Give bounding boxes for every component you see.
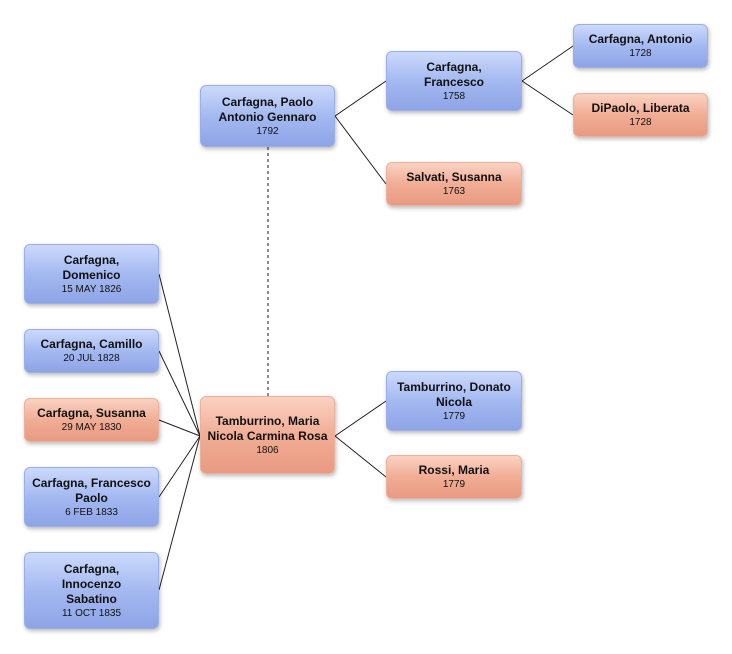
person-date: 1758	[442, 90, 466, 102]
connector-susanna-c	[158, 419, 201, 437]
connector-domenico	[158, 273, 201, 437]
person-date: 1779	[442, 479, 466, 490]
person-card-tamburrino-maria[interactable]: Tamburrino, Maria Nicola Carmina Rosa 18…	[200, 396, 335, 474]
person-name: Carfagna, Camillo	[40, 337, 143, 351]
person-name: Carfagna, Antonio	[588, 32, 693, 46]
person-card-salvati-susanna[interactable]: Salvati, Susanna 1763	[386, 162, 522, 206]
person-date: 15 MAY 1826	[61, 283, 122, 295]
person-card-antonio[interactable]: Carfagna, Antonio 1728	[573, 24, 708, 68]
person-card-carfagna-susanna[interactable]: Carfagna, Susanna 29 MAY 1830	[24, 398, 159, 442]
person-name: Carfagna, Domenico	[62, 252, 121, 282]
person-name: Carfagna, Paolo Antonio Gennaro	[218, 94, 317, 124]
person-card-dipaolo-liberata[interactable]: DiPaolo, Liberata 1728	[573, 93, 708, 137]
person-name: Carfagna, Francesco	[423, 59, 485, 89]
connector-innocenzo	[158, 435, 201, 591]
person-card-paolo[interactable]: Carfagna, Paolo Antonio Gennaro 1792	[200, 85, 335, 147]
person-date: 6 FEB 1833	[65, 506, 118, 518]
connector-paolo-francesco	[334, 80, 387, 117]
person-date: 20 JUL 1828	[63, 353, 120, 364]
person-card-camillo[interactable]: Carfagna, Camillo 20 JUL 1828	[24, 329, 159, 373]
connector-maria-rossi	[334, 435, 387, 478]
person-name: Carfagna, Susanna	[37, 406, 146, 420]
person-date: 1792	[256, 125, 279, 137]
person-date: 1728	[629, 117, 652, 128]
person-card-rossi-maria[interactable]: Rossi, Maria 1779	[386, 455, 522, 499]
connector-maria-donato	[334, 400, 387, 437]
person-name: Carfagna, Innocenzo Sabatino	[61, 561, 122, 606]
person-name: Tamburrino, Donato Nicola	[397, 379, 511, 409]
person-date: 1763	[442, 186, 466, 197]
person-card-francesco[interactable]: Carfagna, Francesco 1758	[386, 51, 522, 111]
person-date: 29 MAY 1830	[61, 422, 122, 433]
person-card-francesco-paolo[interactable]: Carfagna, Francesco Paolo 6 FEB 1833	[24, 467, 159, 527]
connector-camillo	[158, 350, 201, 437]
person-card-domenico[interactable]: Carfagna, Domenico 15 MAY 1826	[24, 244, 159, 304]
person-date: 11 OCT 1835	[61, 607, 122, 619]
person-name: Tamburrino, Maria Nicola Carmina Rosa	[207, 413, 328, 443]
connector-francesco-dipaolo	[521, 80, 574, 116]
person-name: Rossi, Maria	[418, 463, 490, 477]
person-date: 1806	[256, 444, 279, 456]
person-name: Carfagna, Francesco Paolo	[32, 475, 151, 505]
person-card-innocenzo[interactable]: Carfagna, Innocenzo Sabatino 11 OCT 1835	[24, 552, 159, 629]
connector-fpaolo	[158, 435, 201, 498]
person-date: 1779	[442, 410, 466, 422]
connector-francesco-antonio	[521, 45, 574, 82]
person-name: Salvati, Susanna	[406, 170, 502, 184]
person-date: 1728	[629, 48, 652, 59]
connector-paolo-salvati	[334, 115, 387, 185]
person-card-donato-nicola[interactable]: Tamburrino, Donato Nicola 1779	[386, 371, 522, 431]
person-name: DiPaolo, Liberata	[591, 101, 690, 115]
